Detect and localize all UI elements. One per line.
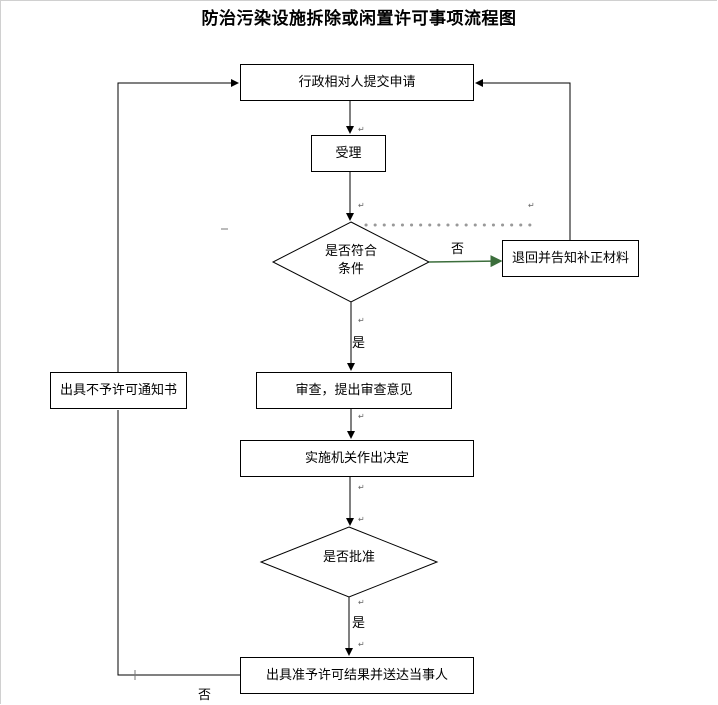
para-mark: ↵ <box>358 125 365 134</box>
page-title: 防治污染设施拆除或闲置许可事项流程图 <box>201 9 517 29</box>
para-mark: ↵ <box>358 412 365 421</box>
approve-text: 是否批准 <box>299 549 399 567</box>
para-mark: ↵ <box>358 201 365 210</box>
node-result-label: 出具准予许可结果并送达当事人 <box>265 668 448 683</box>
edge-label-no-2: 否 <box>198 688 212 703</box>
arrow-result-notice <box>117 410 240 676</box>
para-mark: ↵ <box>358 515 365 524</box>
arrow-return-submit <box>475 79 571 240</box>
node-review-label: 审查，提出审查意见 <box>295 383 413 398</box>
edge-label-no-1: 否 <box>451 242 465 257</box>
node-review: 审查，提出审查意见 <box>256 372 452 409</box>
condition-line2: 条件 <box>337 262 364 277</box>
node-submit: 行政相对人提交申请 <box>240 64 474 101</box>
node-notice-deny-label: 出具不予许可通知书 <box>59 383 177 398</box>
para-mark: ↵ <box>358 640 365 649</box>
node-decide: 实施机关作出决定 <box>240 440 474 477</box>
node-return: 退回并告知补正材料 <box>502 240 639 277</box>
node-accept-label: 受理 <box>335 146 362 161</box>
para-mark: ↵ <box>358 483 365 492</box>
arrow-notice-submit <box>117 79 239 372</box>
approve-label: 是否批准 <box>322 550 375 565</box>
node-accept: 受理 <box>311 135 386 172</box>
node-result: 出具准予许可结果并送达当事人 <box>240 657 474 694</box>
edge-label-yes-2: 是 <box>352 616 366 631</box>
node-return-label: 退回并告知补正材料 <box>511 251 629 266</box>
para-mark: ↵ <box>358 316 365 325</box>
edge-label-yes-1: 是 <box>352 336 366 351</box>
arrow-condition-return <box>428 255 503 268</box>
node-decide-label: 实施机关作出决定 <box>304 451 409 466</box>
condition-line1: 是否符合 <box>324 244 377 259</box>
para-mark: ↵ <box>528 201 535 210</box>
node-notice-deny: 出具不予许可通知书 <box>50 372 187 409</box>
condition-text: 是否符合 条件 <box>301 243 401 279</box>
para-mark: ↵ <box>358 598 365 607</box>
node-submit-label: 行政相对人提交申请 <box>298 75 416 90</box>
